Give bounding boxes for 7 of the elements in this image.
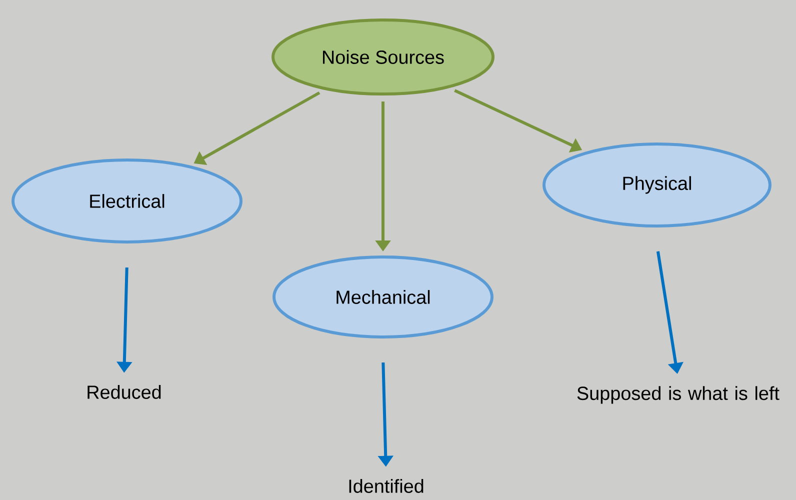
oval-node: Mechanical: [272, 256, 494, 338]
outcome-text: Reduced: [88, 385, 161, 399]
oval-node: Noise Sources: [272, 18, 494, 96]
oval-node: Physical: [542, 142, 772, 228]
outcome-text: Supposed is what is left: [577, 386, 780, 404]
oval-node: Electrical: [12, 158, 242, 244]
outcome-text: Identified: [349, 479, 424, 493]
